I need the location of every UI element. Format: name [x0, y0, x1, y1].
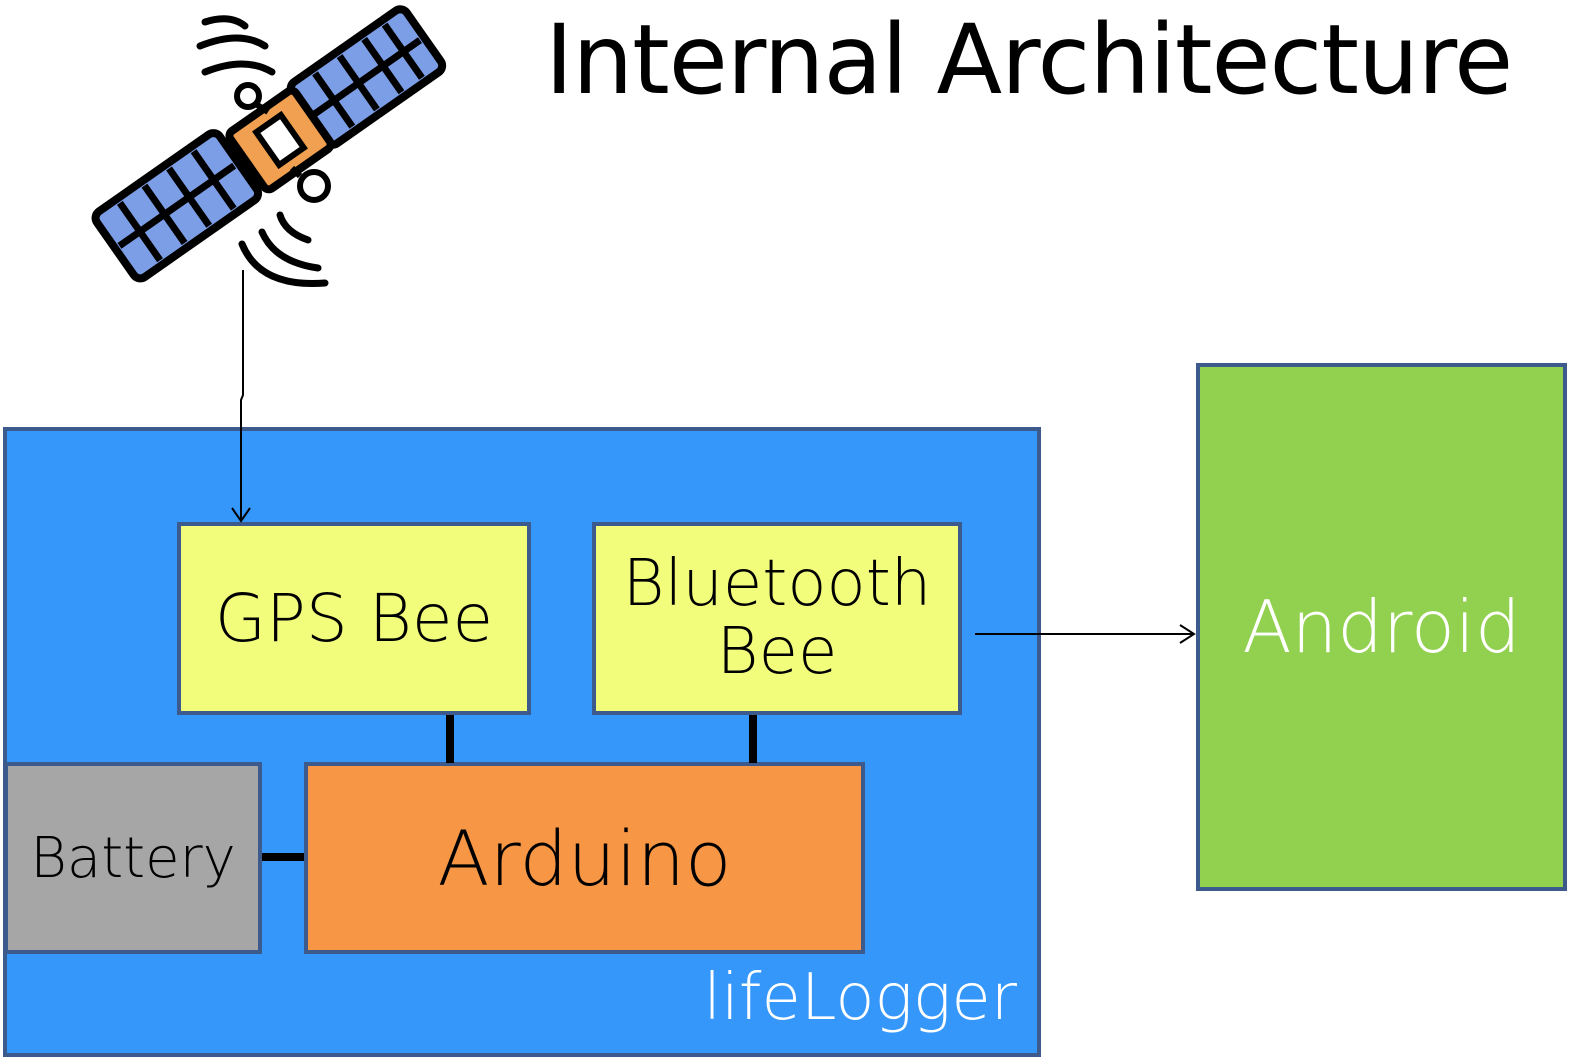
bluetooth-bee-label-line2: Bee [716, 614, 838, 689]
battery-arduino-wire [262, 853, 304, 861]
bluetooth-bee-label-line1: Bluetooth [622, 547, 932, 622]
gps-arduino-wire [446, 715, 454, 763]
android-label: Android [1242, 585, 1521, 669]
satellite-arrowhead [231, 507, 251, 523]
battery-box: Battery [4, 762, 262, 954]
android-arrowhead [1179, 624, 1196, 644]
satellite-icon [91, 5, 447, 288]
satellite-to-gps-arrow [240, 270, 244, 520]
battery-label: Battery [30, 825, 236, 891]
arduino-box: Arduino [304, 762, 865, 954]
gps-bee-label: GPS Bee [214, 580, 494, 657]
page-title: Internal Architecture [545, 4, 1513, 116]
arduino-label: Arduino [437, 813, 732, 903]
bluetooth-arduino-wire [749, 715, 757, 763]
bluetooth-bee-box: Bluetooth Bee [592, 522, 962, 715]
container-label: lifeLogger [703, 961, 1017, 1035]
gps-bee-box: GPS Bee [177, 522, 531, 715]
android-box: Android [1196, 363, 1567, 891]
